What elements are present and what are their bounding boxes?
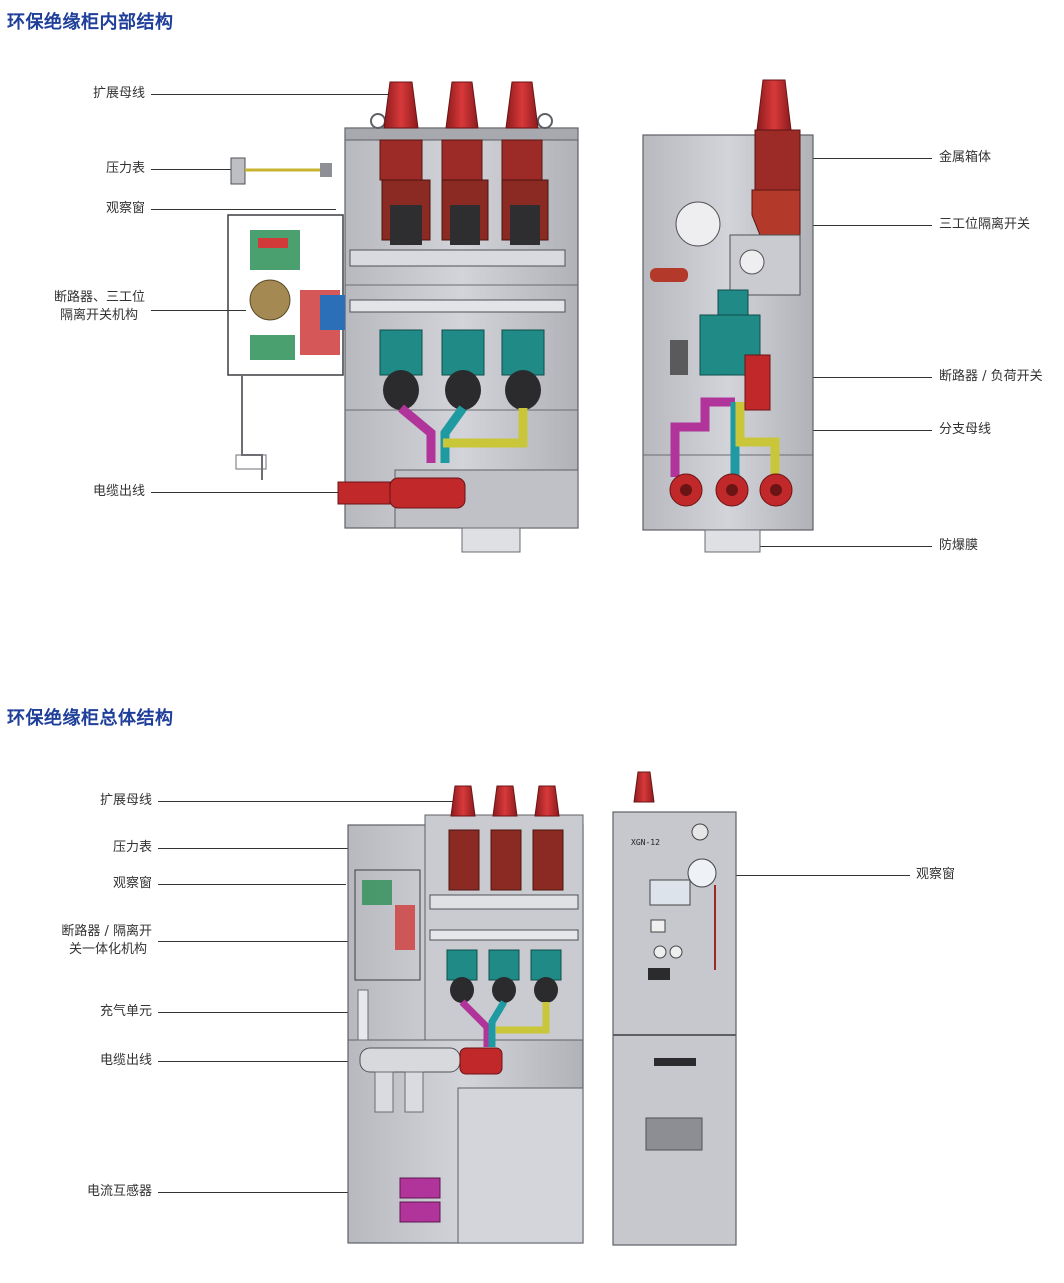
- label-observation-window: 观察窗: [105, 201, 145, 216]
- label-extension-busbar: 扩展母线: [99, 793, 152, 808]
- leader-line: [712, 875, 910, 876]
- label-cable-outlet: 电缆出线: [99, 1053, 152, 1068]
- leader-line: [151, 492, 341, 493]
- leader-line: [158, 1061, 358, 1062]
- overall-front-cabinet: [612, 771, 737, 1246]
- leader-line: [151, 169, 231, 170]
- leader-line: [158, 1192, 403, 1193]
- label-three-position-switch: 三工位隔离开关: [939, 217, 1031, 232]
- label-pressure-gauge: 压力表: [105, 161, 145, 176]
- leader-line: [158, 884, 346, 885]
- label-integrated-mechanism-line1: 断路器 / 隔离开: [61, 924, 152, 939]
- internal-front-cabinet: [227, 81, 579, 553]
- leader-line: [812, 158, 932, 159]
- busbar-bushings: [379, 81, 549, 245]
- label-mechanism-line1: 断路器、三工位: [53, 290, 145, 305]
- label-gas-filling-unit: 充气单元: [99, 1004, 152, 1019]
- label-integrated-mechanism-line2: 关一体化机构: [68, 942, 147, 957]
- leader-line: [151, 94, 391, 95]
- leader-line: [740, 377, 932, 378]
- internal-side-cabinet: [642, 79, 814, 553]
- label-observation-window: 观察窗: [112, 876, 152, 891]
- leader-line: [158, 941, 368, 942]
- section-title-overall: 环保绝缘柜总体结构: [7, 708, 174, 729]
- nameplate: XGN-12: [631, 838, 660, 847]
- operating-mechanism: [227, 214, 345, 480]
- label-extension-busbar: 扩展母线: [92, 86, 145, 101]
- label-mechanism-line2: 隔离开关机构: [59, 308, 138, 323]
- leader-line: [770, 430, 932, 431]
- label-pressure-gauge: 压力表: [112, 840, 152, 855]
- overall-side-cabinet: [347, 785, 584, 1244]
- label-observation-window-right: 观察窗: [916, 867, 956, 882]
- label-metal-enclosure: 金属箱体: [939, 150, 992, 165]
- label-cable-outlet: 电缆出线: [92, 484, 145, 499]
- label-breaker-load-switch: 断路器 / 负荷开关: [939, 369, 1043, 384]
- leader-line: [740, 225, 932, 226]
- leader-line: [158, 848, 410, 849]
- leader-line: [158, 1012, 358, 1013]
- section-title-internal: 环保绝缘柜内部结构: [7, 12, 174, 33]
- label-burst-disc: 防爆膜: [939, 538, 979, 553]
- breaker-poles: [379, 329, 545, 410]
- cable-outlet: [337, 477, 466, 509]
- leader-line: [151, 310, 246, 311]
- label-branch-busbar: 分支母线: [939, 422, 992, 437]
- label-current-transformer: 电流互感器: [86, 1184, 152, 1199]
- leader-line: [760, 546, 932, 547]
- pressure-gauge: [230, 157, 332, 185]
- leader-line: [158, 801, 458, 802]
- leader-line: [151, 209, 336, 210]
